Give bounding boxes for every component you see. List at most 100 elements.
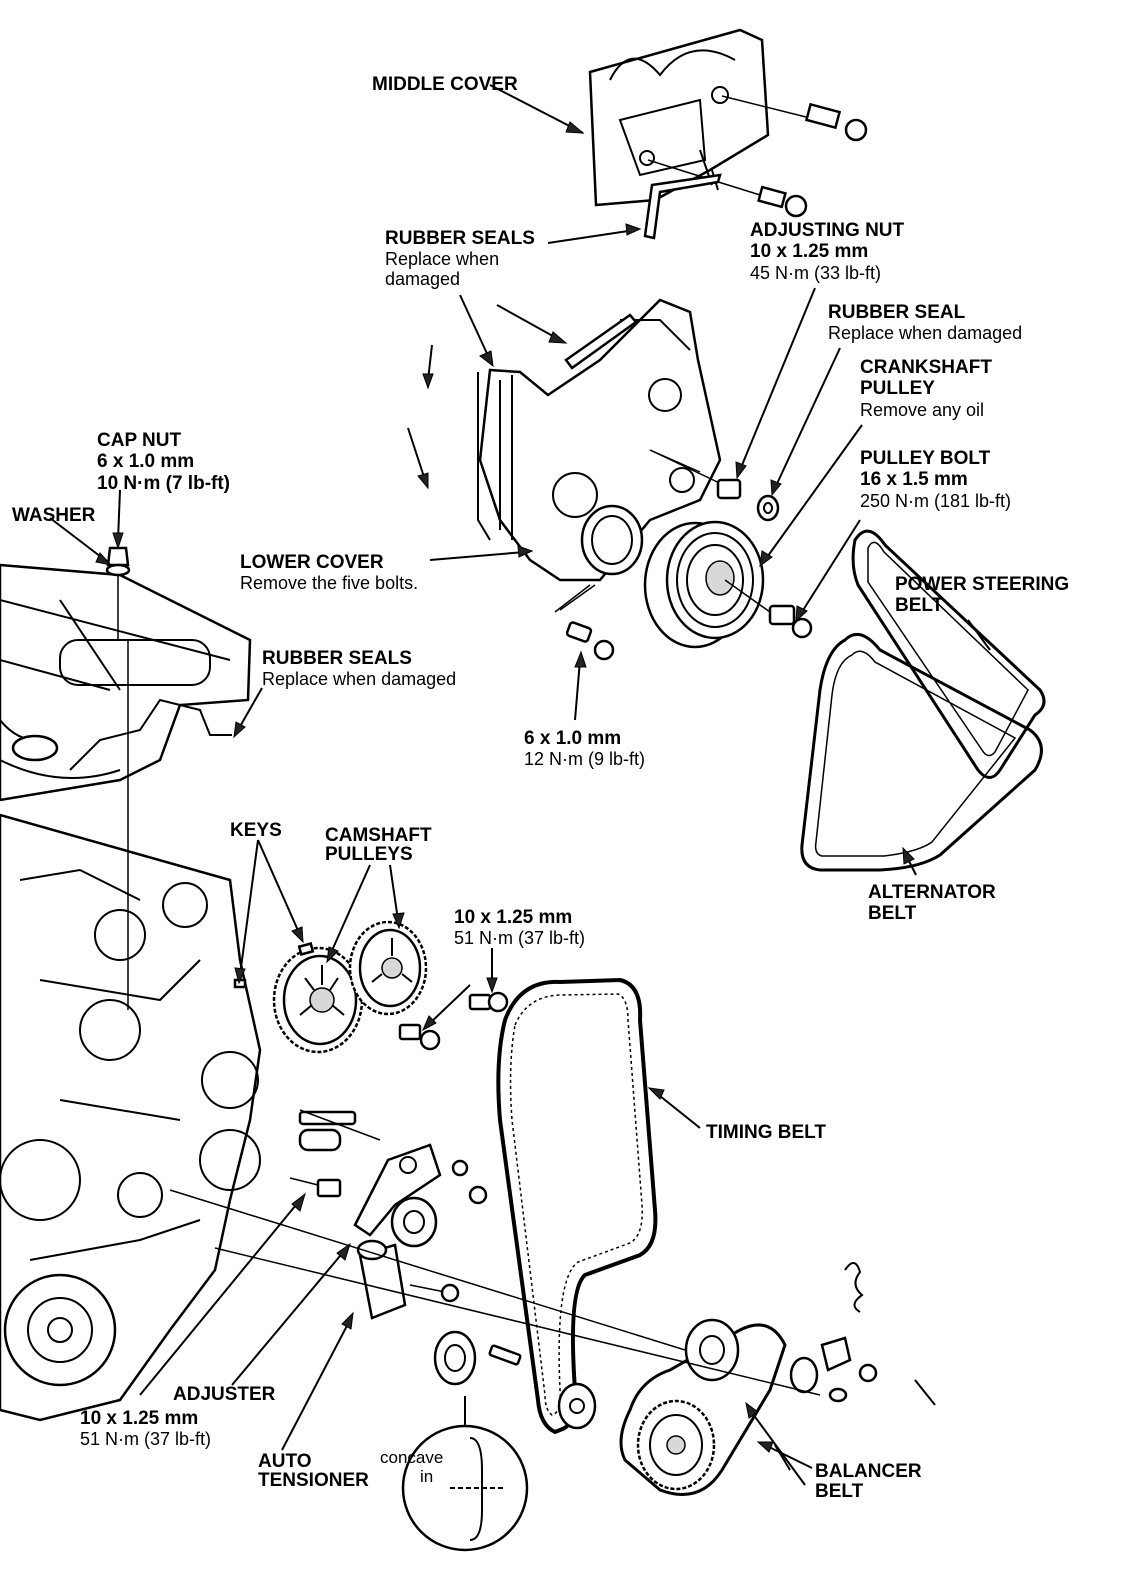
auto-tensioner-line1: AUTO	[258, 1451, 312, 1472]
timing-belt-part	[496, 977, 658, 1435]
timing-belt-title: TIMING BELT	[706, 1122, 826, 1143]
rubber-seal-ring	[756, 494, 780, 522]
camshaft-pulleys-line2: PULLEYS	[325, 844, 413, 865]
adjuster-bolt	[289, 1110, 357, 1198]
rubber-seal-title: RUBBER SEAL	[828, 302, 966, 323]
label-rubber-seal: RUBBER SEAL Replace when damaged	[828, 302, 1022, 343]
power-steering-belt-inner	[867, 541, 1029, 757]
cap-nut-part	[105, 546, 131, 1010]
label-cap-nut: CAP NUT 6 x 1.0 mm 10 N·m (7 lb-ft)	[97, 430, 230, 494]
crankshaft-pulley-title1: CRANKSHAFT	[860, 357, 992, 378]
cap-nut-size: 6 x 1.0 mm	[97, 451, 195, 473]
camshaft-pulley-left	[272, 946, 364, 1054]
balancer-adjust-bracket	[789, 1262, 878, 1403]
concave-line1: concave	[380, 1448, 444, 1467]
bolt-adjuster-torque: 51 N·m (37 lb-ft)	[80, 1429, 212, 1450]
adjusting-nut-title: ADJUSTING NUT	[750, 220, 905, 241]
concave-line2: in	[420, 1467, 434, 1487]
crankshaft-pulley-part	[643, 520, 765, 649]
rubber-seals-mid-title: RUBBER SEALS	[262, 648, 412, 669]
cap-nut-torque: 10 N·m (7 lb-ft)	[97, 472, 230, 494]
cap-nut-title: CAP NUT	[97, 430, 182, 451]
alternator-belt-line1: ALTERNATOR	[868, 882, 996, 903]
label-middle-cover: MIDDLE COVER	[372, 74, 518, 95]
bolt-adjuster-size: 10 x 1.25 mm	[80, 1408, 199, 1429]
label-alternator-belt: ALTERNATOR BELT	[868, 882, 996, 925]
lower-cover-bolt	[554, 584, 615, 661]
balancer-belt-line2: BELT	[815, 1480, 864, 1502]
label-adjuster: ADJUSTER	[173, 1384, 275, 1405]
label-camshaft-pulleys: CAMSHAFT PULLEYS	[325, 826, 432, 864]
keys-title: KEYS	[230, 820, 282, 841]
balancer-belt-part	[619, 1323, 787, 1496]
auto-tensioner-line2: TENSIONER	[258, 1470, 369, 1491]
label-timing-belt: TIMING BELT	[706, 1122, 826, 1143]
label-washer: WASHER	[12, 505, 95, 526]
bolt-cam-torque: 51 N·m (37 lb-ft)	[454, 928, 586, 949]
balancer-tensioner-pulley	[684, 1318, 740, 1382]
valve-cover-rubber-seal	[69, 698, 232, 771]
label-bolt-cam: 10 x 1.25 mm 51 N·m (37 lb-ft)	[454, 907, 585, 948]
adjusting-nut-size: 10 x 1.25 mm	[750, 241, 869, 263]
crankshaft-pulley-note: Remove any oil	[860, 399, 985, 420]
rubber-seal-strip-a	[564, 313, 638, 370]
label-keys: KEYS	[230, 820, 282, 841]
auto-tensioner-part	[356, 1239, 407, 1320]
rubber-seal-strip-b	[477, 372, 491, 541]
power-steering-belt-line2: BELT	[895, 595, 944, 617]
pulley-bolt-torque: 250 N·m (181 lb-ft)	[860, 490, 1012, 511]
engine-block	[0, 563, 262, 1422]
label-pulley-bolt: PULLEY BOLT 16 x 1.5 mm 250 N·m (181 lb-…	[860, 448, 1011, 511]
label-rubber-seals-mid: RUBBER SEALS Replace when damaged	[262, 648, 456, 689]
alignment-lines	[169, 449, 821, 1396]
rubber-seals-mid-note: Replace when damaged	[262, 669, 457, 690]
balancer-pulley	[636, 1399, 716, 1491]
middle-cover-part	[588, 28, 770, 207]
washer-title: WASHER	[12, 505, 96, 526]
middle-cover-title: MIDDLE COVER	[372, 74, 518, 95]
middle-cover-bolt-upper	[721, 95, 868, 142]
auto-tensioner-bolt	[409, 1283, 460, 1303]
rubber-seals-top-title: RUBBER SEALS	[385, 228, 535, 249]
bolt-6x1-torque: 12 N·m (9 lb-ft)	[524, 749, 646, 770]
adjuster-part	[353, 1143, 442, 1237]
rubber-seal-strip-top	[643, 173, 722, 240]
pulley-bolt-part	[724, 579, 813, 639]
lower-cover-note: Remove the five bolts.	[240, 573, 419, 594]
alternator-belt-inner	[814, 650, 1017, 857]
label-concave: concave in	[380, 1448, 443, 1486]
camshaft-pulley-right	[348, 920, 428, 1016]
label-power-steering-belt: POWER STEERING BELT	[895, 574, 1069, 617]
small-washer-parts	[451, 1159, 522, 1366]
leader-lines	[49, 84, 991, 1486]
crank-timing-pulley	[557, 1382, 597, 1430]
label-rubber-seals-top: RUBBER SEALS Replace when damaged	[385, 228, 535, 290]
balancer-belt-line1: BALANCER	[815, 1461, 922, 1482]
pulley-bolt-size: 16 x 1.5 mm	[860, 469, 968, 491]
crank-sprocket-washer	[433, 1330, 477, 1386]
power-steering-belt-line1: POWER STEERING	[895, 574, 1070, 595]
adjusting-nut-torque: 45 N·m (33 lb-ft)	[750, 262, 882, 283]
concave-detail-circle	[401, 1396, 529, 1552]
rubber-seals-top-line1: Replace when	[385, 249, 500, 270]
crankshaft-oil-seal	[580, 504, 644, 576]
alternator-belt-part	[800, 632, 1043, 872]
crankshaft-pulley-title2: PULLEY	[860, 378, 935, 400]
label-crankshaft-pulley: CRANKSHAFT PULLEY Remove any oil	[860, 357, 992, 420]
tensioner-pulley	[390, 1196, 438, 1248]
label-bolt-6x1: 6 x 1.0 mm 12 N·m (9 lb-ft)	[524, 728, 645, 769]
rubber-seal-note: Replace when damaged	[828, 323, 1023, 344]
power-steering-belt-part	[851, 529, 1046, 779]
bolt-6x1-size: 6 x 1.0 mm	[524, 728, 622, 749]
pulley-bolt-title: PULLEY BOLT	[860, 448, 991, 469]
lower-cover-title: LOWER COVER	[240, 552, 384, 573]
lower-cover-part	[478, 298, 722, 582]
label-balancer-belt: BALANCER BELT	[815, 1462, 922, 1502]
label-adjusting-nut: ADJUSTING NUT 10 x 1.25 mm 45 N·m (33 lb…	[750, 220, 904, 283]
rubber-seals-top-line2: damaged	[385, 269, 461, 290]
alternator-belt-line2: BELT	[868, 903, 917, 925]
camshaft-pulley-bolt	[398, 991, 509, 1051]
bolt-cam-size: 10 x 1.25 mm	[454, 907, 573, 928]
adjuster-title: ADJUSTER	[173, 1384, 276, 1405]
